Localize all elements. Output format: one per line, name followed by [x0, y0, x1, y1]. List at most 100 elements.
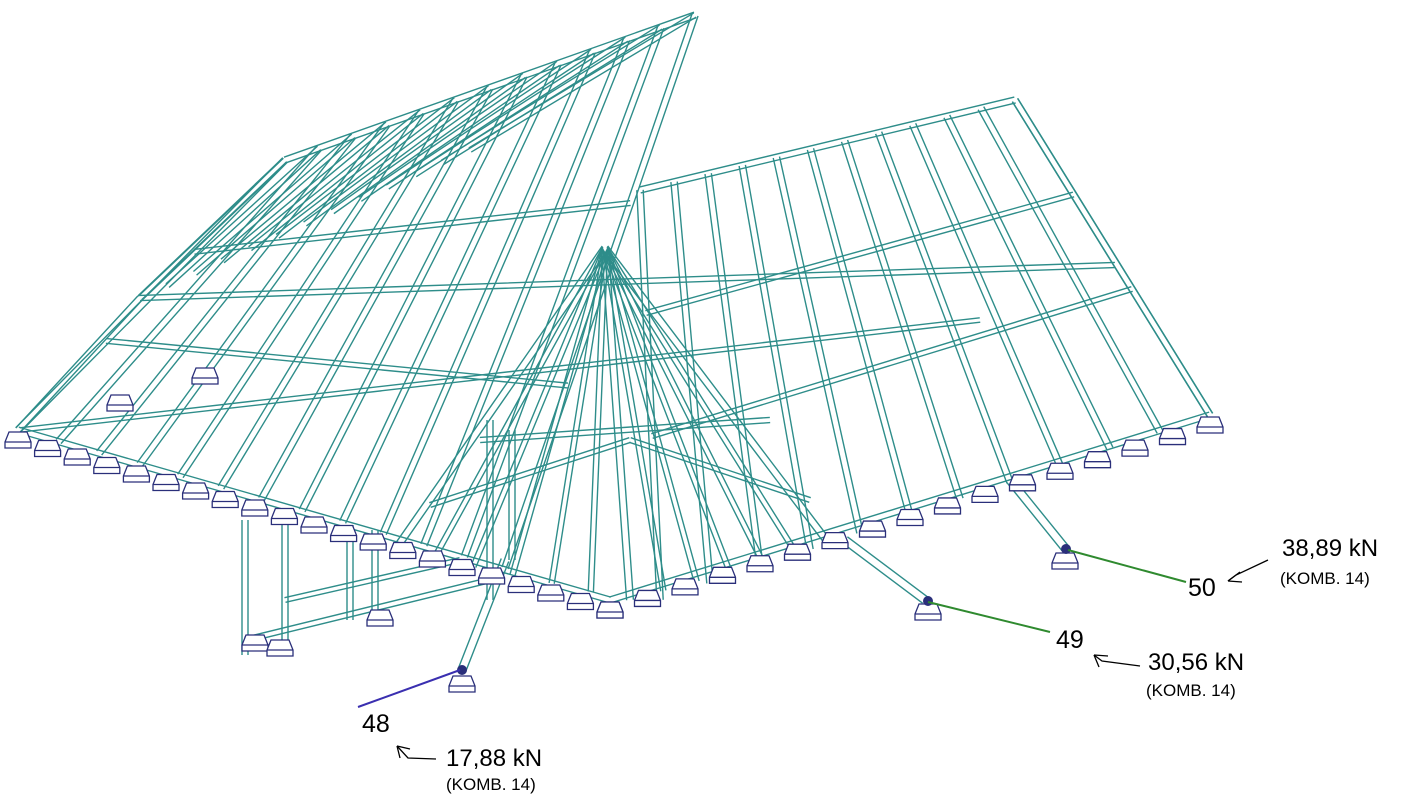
support-pedestal [211, 490, 239, 509]
support-pedestal [1051, 552, 1079, 570]
support-pedestal [241, 499, 269, 517]
support-pedestal [270, 507, 299, 526]
support-pedestal [858, 520, 887, 538]
beam-member [842, 536, 928, 604]
support-pedestal [266, 639, 294, 657]
beam-member [548, 247, 609, 584]
support-pedestal [1008, 474, 1037, 492]
support-pedestal [633, 589, 662, 608]
load-combination-48: (KOMB. 14) [446, 775, 536, 794]
beam-member [468, 12, 697, 153]
support-pedestal [359, 533, 387, 551]
reaction-node-marker [1061, 544, 1071, 554]
support-pedestal [106, 394, 134, 412]
support-pedestal [566, 592, 595, 611]
reaction-node-marker [923, 596, 933, 606]
support-pedestal [537, 584, 565, 602]
beam-member [241, 520, 249, 655]
beam-member [431, 246, 608, 560]
beam-member [15, 295, 143, 433]
support-pedestal [366, 609, 394, 627]
beam-member [137, 157, 288, 301]
support-pedestal [971, 485, 999, 504]
beam-member [339, 61, 562, 524]
support-pedestal [448, 675, 476, 693]
beam-member [738, 164, 814, 551]
beam-member [501, 13, 699, 570]
reaction-arrow-node-49 [927, 601, 1051, 633]
beam-member [470, 246, 609, 568]
support-pedestal [191, 367, 219, 385]
beam-member [977, 106, 1164, 434]
beam-member [281, 515, 289, 650]
support-pedestal [122, 465, 151, 483]
support-pedestal [1196, 416, 1224, 434]
beam-member [772, 156, 864, 534]
pointer-arrow-48 [396, 745, 437, 760]
support-pedestal [181, 482, 210, 500]
beam-member [283, 11, 697, 164]
support-pedestal [448, 558, 476, 577]
beam-member [1011, 98, 1214, 417]
support-pedestal [93, 456, 121, 475]
reaction-arrow-node-48 [357, 669, 461, 708]
support-pedestal [389, 541, 417, 560]
node-number-50: 50 [1188, 574, 1216, 602]
support-pedestal [1158, 427, 1187, 446]
support-pedestal [746, 555, 774, 573]
beam-member [645, 191, 1075, 316]
support-pedestal [241, 634, 269, 652]
load-combination-50: (KOMB. 14) [1280, 569, 1370, 588]
timber-roof-frame [15, 11, 1214, 672]
support-pedestal [4, 431, 32, 449]
reaction-force-48: 17,88 kN [446, 745, 542, 772]
node-number-48: 48 [362, 710, 390, 738]
beam-member [358, 60, 561, 202]
support-pedestal [914, 603, 942, 621]
beam-member [303, 85, 492, 227]
support-pedestal [596, 601, 624, 619]
support-pedestal [507, 575, 535, 594]
support-pedestal [418, 550, 447, 568]
beam-member [840, 139, 964, 501]
beam-member [379, 49, 597, 536]
beam-member [429, 437, 631, 508]
beam-member [602, 246, 800, 556]
support-pedestal [477, 567, 506, 585]
beam-member [874, 131, 1014, 484]
beam-member [509, 247, 609, 576]
beam-member [105, 337, 568, 389]
beam-member [636, 189, 664, 601]
beam-member [460, 25, 665, 558]
support-pedestal [933, 497, 962, 515]
support-pedestal [1046, 462, 1074, 480]
support-symbols [4, 367, 1224, 693]
pointer-arrow-50 [1227, 559, 1269, 583]
beam-member [670, 181, 714, 584]
beam-member [1011, 97, 1214, 418]
support-pedestal [671, 578, 699, 596]
beam-member [55, 145, 323, 445]
beam-member [19, 317, 981, 433]
beam-member [391, 245, 609, 553]
support-pedestal [33, 439, 62, 458]
beam-member [639, 96, 1016, 194]
support-pedestal [783, 543, 812, 561]
beam-member [508, 430, 516, 560]
beam-member [806, 148, 914, 517]
reaction-arrow-node-50 [1067, 549, 1187, 583]
support-pedestal [329, 524, 358, 543]
pointer-arrow-49 [1093, 654, 1141, 668]
beam-member [909, 122, 1064, 468]
beam-member [220, 121, 390, 264]
beam-member [275, 97, 458, 239]
beam-member [248, 109, 424, 252]
beam-member [193, 199, 631, 255]
support-pedestal [1121, 439, 1149, 457]
beam-member [629, 437, 811, 503]
load-combination-49: (KOMB. 14) [1146, 681, 1236, 700]
beam-member [601, 246, 734, 574]
beam-member [330, 72, 526, 215]
beam-member [704, 173, 764, 567]
